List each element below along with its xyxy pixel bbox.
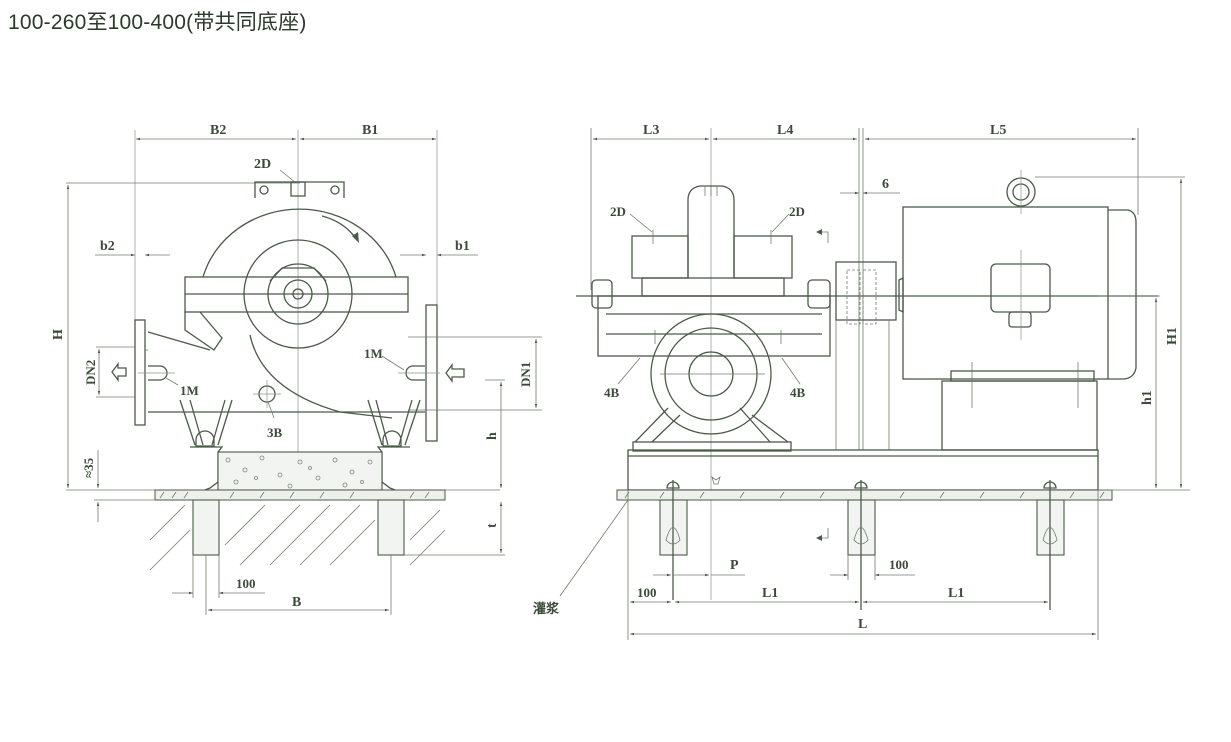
label-approx35: ≈35 (81, 457, 96, 478)
label-dn2: DN2 (83, 360, 98, 385)
label-100-mid: 100 (889, 557, 909, 572)
label-b2: B2 (210, 123, 226, 138)
label-b: B (292, 595, 301, 610)
callout-4b-left: 4B (604, 385, 620, 400)
label-b2-small: b2 (100, 239, 115, 254)
grout-pad (217, 451, 383, 491)
label-b1: B1 (362, 123, 378, 138)
anchor-bolt-left (659, 480, 688, 600)
label-h1-total: H1 (1165, 327, 1180, 345)
motor-body (902, 206, 1109, 380)
anchor-bolt-mid (847, 480, 876, 610)
label-100-left: 100 (637, 585, 657, 600)
label-l5: L5 (990, 123, 1006, 138)
side-view: L3 L4 L5 6 2D 2D (533, 123, 1190, 640)
label-grout: 灌浆 (533, 601, 560, 616)
callout-2d-right: 2D (789, 204, 805, 219)
callout-4b-right: 4B (790, 385, 806, 400)
callout-1m-left: 1M (180, 383, 199, 398)
callout-1m-right: 1M (364, 346, 383, 361)
anchor-bolt-right (1036, 480, 1065, 610)
callout-2d-left: 2D (610, 204, 626, 219)
label-t: t (485, 523, 500, 528)
label-l1-right: L1 (948, 586, 964, 601)
label-l4: L4 (777, 123, 793, 138)
callout-2d-top: 2D (254, 157, 271, 172)
label-l: L (858, 617, 867, 632)
label-l1-left: L1 (762, 586, 778, 601)
label-l3: L3 (643, 123, 659, 138)
label-p: P (730, 558, 739, 573)
front-view: B2 B1 2D H (51, 123, 542, 615)
dim-b2-b1: B2 B1 (136, 123, 436, 141)
label-100-front: 100 (236, 576, 256, 591)
label-gap-6: 6 (882, 177, 889, 192)
label-h: h (485, 432, 500, 440)
drawing-title: 100-260至100-400(带共同底座) (8, 11, 307, 34)
label-h-total: H (51, 329, 66, 340)
label-dn1: DN1 (518, 362, 533, 387)
callout-3b: 3B (267, 425, 283, 440)
label-h1-small: h1 (1140, 390, 1155, 405)
label-b1-small: b1 (455, 239, 470, 254)
